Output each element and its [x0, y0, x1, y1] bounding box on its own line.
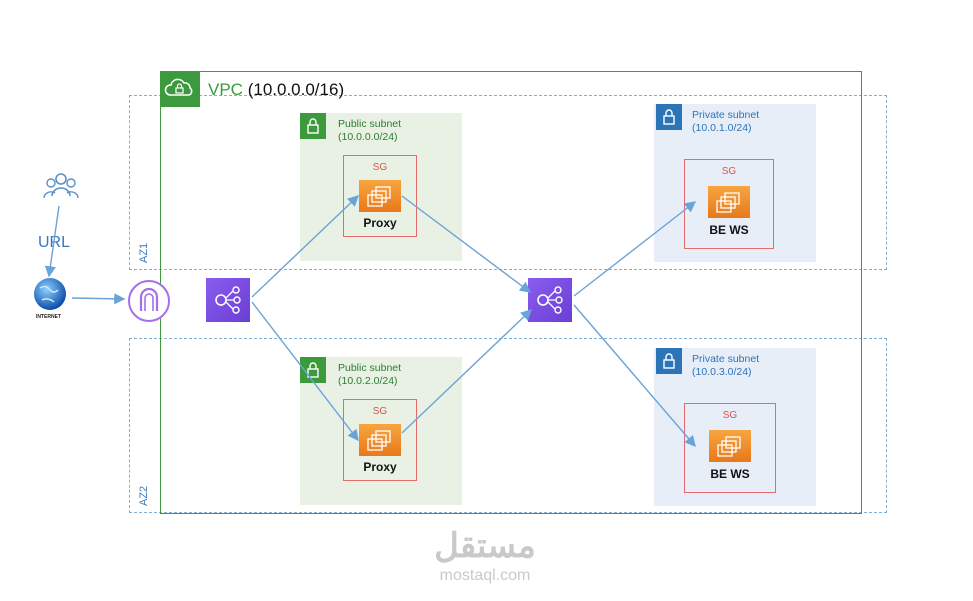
arrow-internet-to-igw [71, 293, 126, 305]
vpc-title-prefix: VPC [208, 80, 243, 99]
load-balancer-icon [206, 278, 250, 322]
sg-label: SG [372, 406, 388, 417]
instance-label: Proxy [363, 216, 397, 230]
arrow-internal-alb-to-be-az2 [573, 304, 696, 448]
internet-label: INTERNET [36, 314, 61, 320]
globe-icon [32, 276, 68, 312]
private-subnet-az1-title: Private subnet (10.0.1.0/24) [692, 109, 759, 135]
private-subnet-az2: Private subnet (10.0.3.0/24) SG BE WS [654, 348, 816, 506]
arrow-users-to-internet [44, 205, 60, 278]
subnet-name: Private subnet [692, 109, 760, 121]
sg-label: SG [721, 166, 737, 177]
vpc-cidr: (10.0.0.0/16) [247, 80, 345, 99]
public-subnet-az2-title: Public subnet (10.0.2.0/24) [338, 362, 401, 388]
arrow-proxy-az2-to-internal-alb [401, 309, 533, 434]
ec2-instance-icon [359, 180, 401, 212]
ec2-instance-icon [708, 186, 750, 218]
security-group-proxy-az1: SG Proxy [343, 155, 417, 237]
ec2-instance-icon [709, 430, 751, 462]
subnet-cidr: (10.0.1.0/24) [692, 122, 752, 134]
private-subnet-az1: Private subnet (10.0.1.0/24) SG BE WS [654, 104, 816, 262]
watermark-arabic: مستقل [434, 527, 536, 565]
watermark-latin: mostaql.com [439, 567, 531, 584]
arrow-alb-to-proxy-az1 [251, 195, 360, 298]
users-icon [43, 170, 79, 204]
availability-zone-1 [129, 95, 887, 270]
subnet-cidr: (10.0.3.0/24) [692, 366, 752, 378]
security-group-be-az2: SG BE WS [684, 403, 776, 493]
subnet-cidr: (10.0.2.0/24) [338, 375, 398, 387]
cloud-icon [160, 71, 200, 107]
subnet-cidr: (10.0.0.0/24) [338, 131, 398, 143]
sg-label: SG [722, 410, 738, 421]
security-group-be-az1: SG BE WS [684, 159, 774, 249]
lock-icon [656, 104, 682, 130]
load-balancer-icon [528, 278, 572, 322]
private-subnet-az2-title: Private subnet (10.0.3.0/24) [692, 353, 759, 379]
subnet-name: Public subnet [338, 362, 402, 374]
public-subnet-az2: Public subnet (10.0.2.0/24) SG Proxy [300, 357, 462, 505]
security-group-proxy-az2: SG Proxy [343, 399, 417, 481]
instance-label: BE WS [710, 467, 750, 481]
public-subnet-az1-title: Public subnet (10.0.0.0/24) [338, 118, 401, 144]
internet-gateway-icon [127, 279, 171, 323]
arrow-proxy-az1-to-internal-alb [401, 195, 532, 293]
subnet-name: Public subnet [338, 118, 402, 130]
arrow-internal-alb-to-be-az1 [573, 201, 697, 297]
availability-zone-2 [129, 338, 887, 513]
arrow-alb-to-proxy-az2 [251, 301, 359, 442]
lock-icon [300, 113, 326, 139]
subnet-name: Private subnet [692, 353, 760, 365]
vpc-title: VPC (10.0.0.0/16) [208, 80, 344, 100]
public-subnet-az1: Public subnet (10.0.0.0/24) SG Proxy [300, 113, 462, 261]
sg-label: SG [372, 162, 388, 173]
instance-label: BE WS [709, 223, 749, 237]
ec2-instance-icon [359, 424, 401, 456]
lock-icon [656, 348, 682, 374]
instance-label: Proxy [363, 460, 397, 474]
